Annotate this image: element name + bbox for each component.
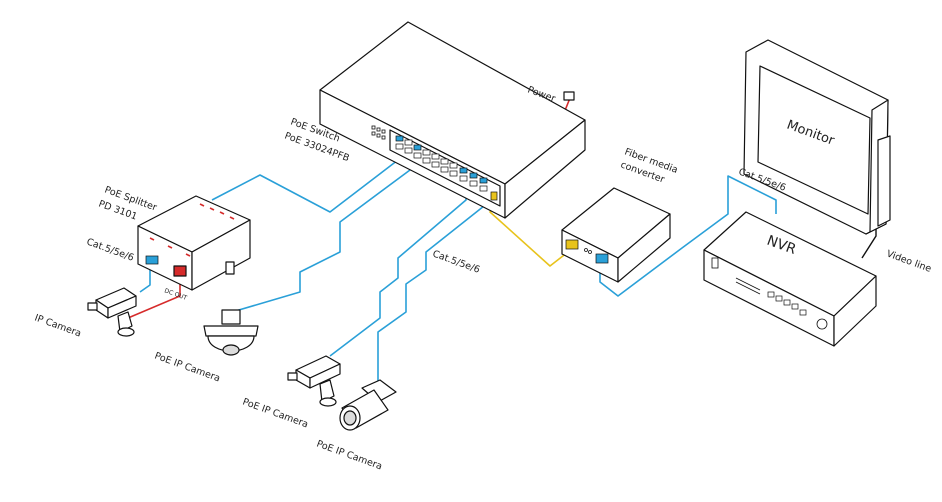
nvr [703,211,877,347]
label-poe-ip-camera-3: PoE IP Camera [315,438,384,472]
label-ip-camera: IP Camera [33,312,83,339]
splitter-lan-port [145,255,159,265]
monitor [743,39,891,235]
splitter-dc-port [173,265,187,277]
cable-switch-to-splitter [211,146,399,213]
poe-box-camera [287,355,341,407]
poe-splitter [137,195,251,291]
label-poe-ip-camera-1: PoE IP Camera [153,350,222,384]
cable-fiber-converter-to-nvr [599,175,777,297]
cable-switch-to-bullet-camera [377,192,485,382]
poe-speed-dome-camera [203,309,259,356]
power-socket [563,91,575,101]
label-video-line: Video line [885,248,933,274]
cable-switch-to-box-camera [329,190,467,357]
label-dc-out: DC OUT [163,287,188,302]
vent-grille [371,125,386,140]
poe-switch [319,21,586,219]
converter-lan-port [595,253,609,264]
fiber-media-converter [561,187,671,283]
label-poe-ip-camera-2: PoE IP Camera [241,396,310,430]
poe-bullet-camera [339,379,397,431]
ip-camera [87,287,137,337]
switch-ports [395,135,498,201]
label-cat-middle: Cat.5/5e/6 [431,248,481,275]
converter-fiber-port [565,239,579,250]
label-cat-left: Cat.5/5e/6 [85,236,135,263]
